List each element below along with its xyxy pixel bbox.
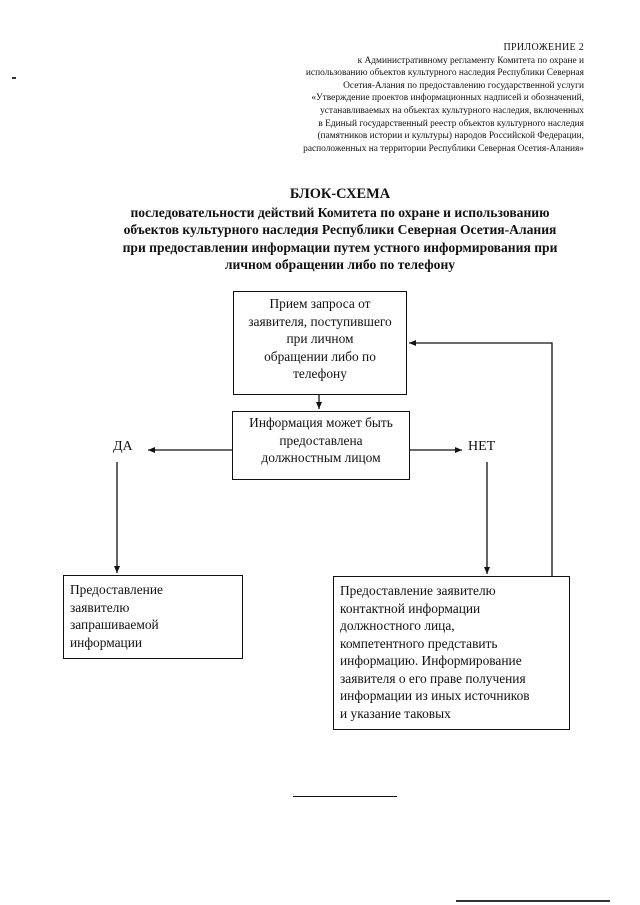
box-line: информацию. Информирование: [340, 653, 522, 668]
box-decision: Информация может быть предоставлена долж…: [232, 411, 410, 480]
appendix-line: использованию объектов культурного насле…: [305, 68, 584, 79]
appendix-line: (памятников истории и культуры) народов …: [317, 131, 584, 142]
box-line: заявителя о его праве получения: [340, 670, 526, 686]
box-line: заявителю: [70, 599, 130, 615]
appendix-note: ПРИЛОЖЕНИЕ 2 к Административному регламе…: [204, 42, 584, 155]
box-line: должностным лицом: [261, 450, 381, 465]
title-line: объектов культурного наследия Республики…: [123, 222, 557, 237]
box-line: телефону: [293, 366, 347, 381]
box-line: информации из иных источников: [340, 688, 530, 703]
box-line: обращении либо по: [264, 348, 376, 364]
box-line: Прием запроса от: [269, 296, 371, 311]
box-line: должностного лица,: [340, 618, 455, 633]
title-heading: БЛОК-СХЕМА: [289, 186, 391, 202]
box-line: информации: [70, 634, 143, 650]
label-no: НЕТ: [468, 439, 496, 454]
page-title: БЛОК-СХЕМА последовательности действий К…: [60, 186, 620, 274]
appendix-lines: к Административному регламенту Комитета …: [204, 55, 584, 156]
box-line: Предоставление заявителю: [340, 583, 496, 598]
bottom-rule: [456, 900, 610, 902]
box-contact-information: Предоставление заявителю контактной инфо…: [333, 576, 570, 730]
label-yes: ДА: [113, 439, 133, 454]
box-provide-information: Предоставление заявителю запрашиваемой и…: [63, 575, 243, 659]
appendix-line: в Единый государственный реестр объектов…: [318, 118, 584, 129]
box-line: Предоставление: [70, 582, 163, 597]
title-line: последовательности действий Комитета по …: [130, 204, 550, 220]
box-line: заявителя, поступившего: [248, 313, 392, 329]
title-line: личном обращении либо по телефону: [224, 257, 456, 272]
appendix-line: Осетия-Алания по предоставлению государс…: [343, 80, 584, 91]
appendix-line: устанавливаемых на объектах культурного …: [320, 105, 584, 116]
title-line: при предоставлении информации путем устн…: [122, 239, 558, 255]
separator-line: [293, 796, 397, 797]
appendix-line: к Административному регламенту Комитета …: [357, 55, 584, 66]
arrow-contact-loop-back: [409, 340, 553, 576]
box-line: предоставлена: [279, 432, 363, 448]
box-line: при личном: [286, 331, 354, 346]
box-line: Информация может быть: [249, 415, 393, 430]
appendix-line: «Утверждение проектов информационных над…: [311, 93, 584, 104]
box-request-received: Прием запроса от заявителя, поступившего…: [233, 291, 407, 395]
stray-mark: [12, 77, 16, 79]
box-line: и указание таковых: [340, 705, 451, 721]
appendix-line: расположенных на территории Республики С…: [303, 143, 584, 154]
box-line: компетентного представить: [340, 635, 498, 651]
box-line: контактной информации: [340, 600, 481, 616]
box-line: запрашиваемой: [70, 617, 159, 632]
title-lines: последовательности действий Комитета по …: [60, 204, 620, 274]
appendix-header: ПРИЛОЖЕНИЕ 2: [503, 42, 584, 53]
